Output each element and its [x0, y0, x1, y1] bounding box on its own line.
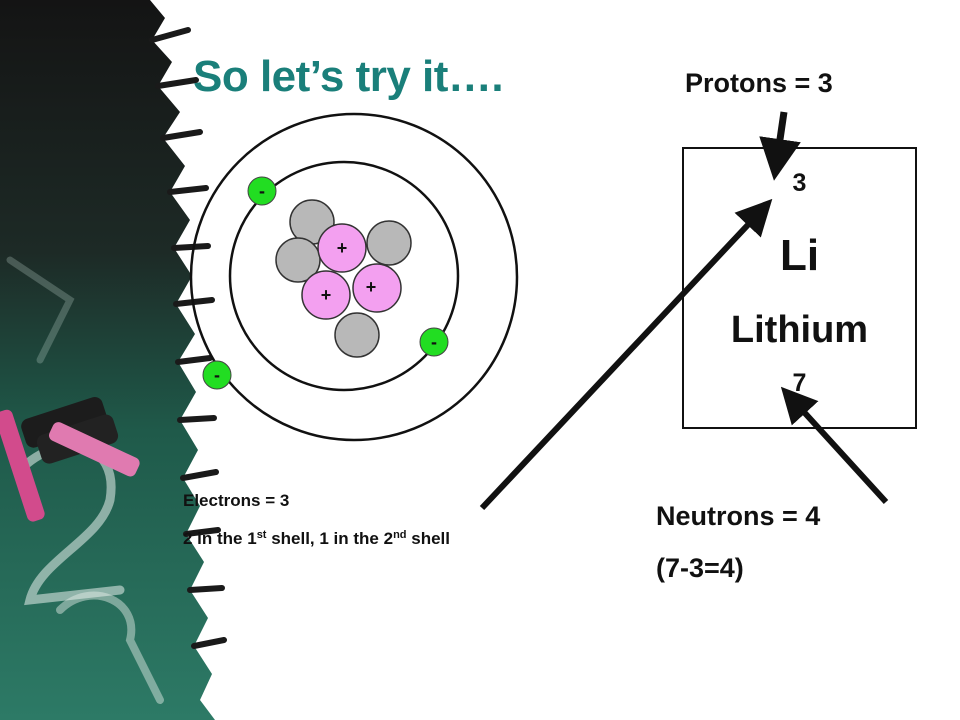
atomic-number: 3 [792, 169, 807, 197]
electron-charge: - [431, 332, 437, 352]
slide-title: So let’s try it…. [193, 52, 504, 101]
neutrons-calculation: (7-3=4) [656, 553, 744, 583]
element-name: Lithium [730, 309, 869, 351]
neutron [366, 220, 412, 266]
protons-label: Protons = 3 [685, 68, 833, 98]
element-symbol: Li [779, 231, 820, 280]
neutrons-label: Neutrons = 4 [656, 501, 821, 531]
proton [352, 263, 402, 313]
chalkboard-background [0, 0, 227, 720]
shell-distribution: 2 in the 1st shell, 1 in the 2nd shell [183, 529, 450, 549]
proton [301, 270, 351, 320]
electron [419, 327, 449, 357]
neutron [334, 312, 380, 358]
inner-shell [228, 160, 460, 392]
electron [247, 176, 277, 206]
electron-charge: - [214, 365, 220, 385]
shell-text-3: shell [406, 529, 450, 548]
shell-text-1: 2 in the 1 [183, 529, 257, 548]
electron-charge: - [259, 181, 265, 201]
proton-charge: + [321, 285, 332, 305]
shell-sup-1: st [256, 529, 267, 541]
element-tile: 3 Li Lithium 7 [682, 147, 917, 429]
mass-number: 7 [792, 369, 807, 397]
neutron [275, 237, 321, 283]
shell-sup-2: nd [393, 529, 407, 541]
proton-charge: + [366, 277, 377, 297]
electron [202, 360, 232, 390]
proton-charge: + [337, 238, 348, 258]
proton [317, 223, 367, 273]
shell-text-2: shell, 1 in the 2 [266, 529, 394, 548]
electrons-label: Electrons = 3 [183, 491, 290, 510]
